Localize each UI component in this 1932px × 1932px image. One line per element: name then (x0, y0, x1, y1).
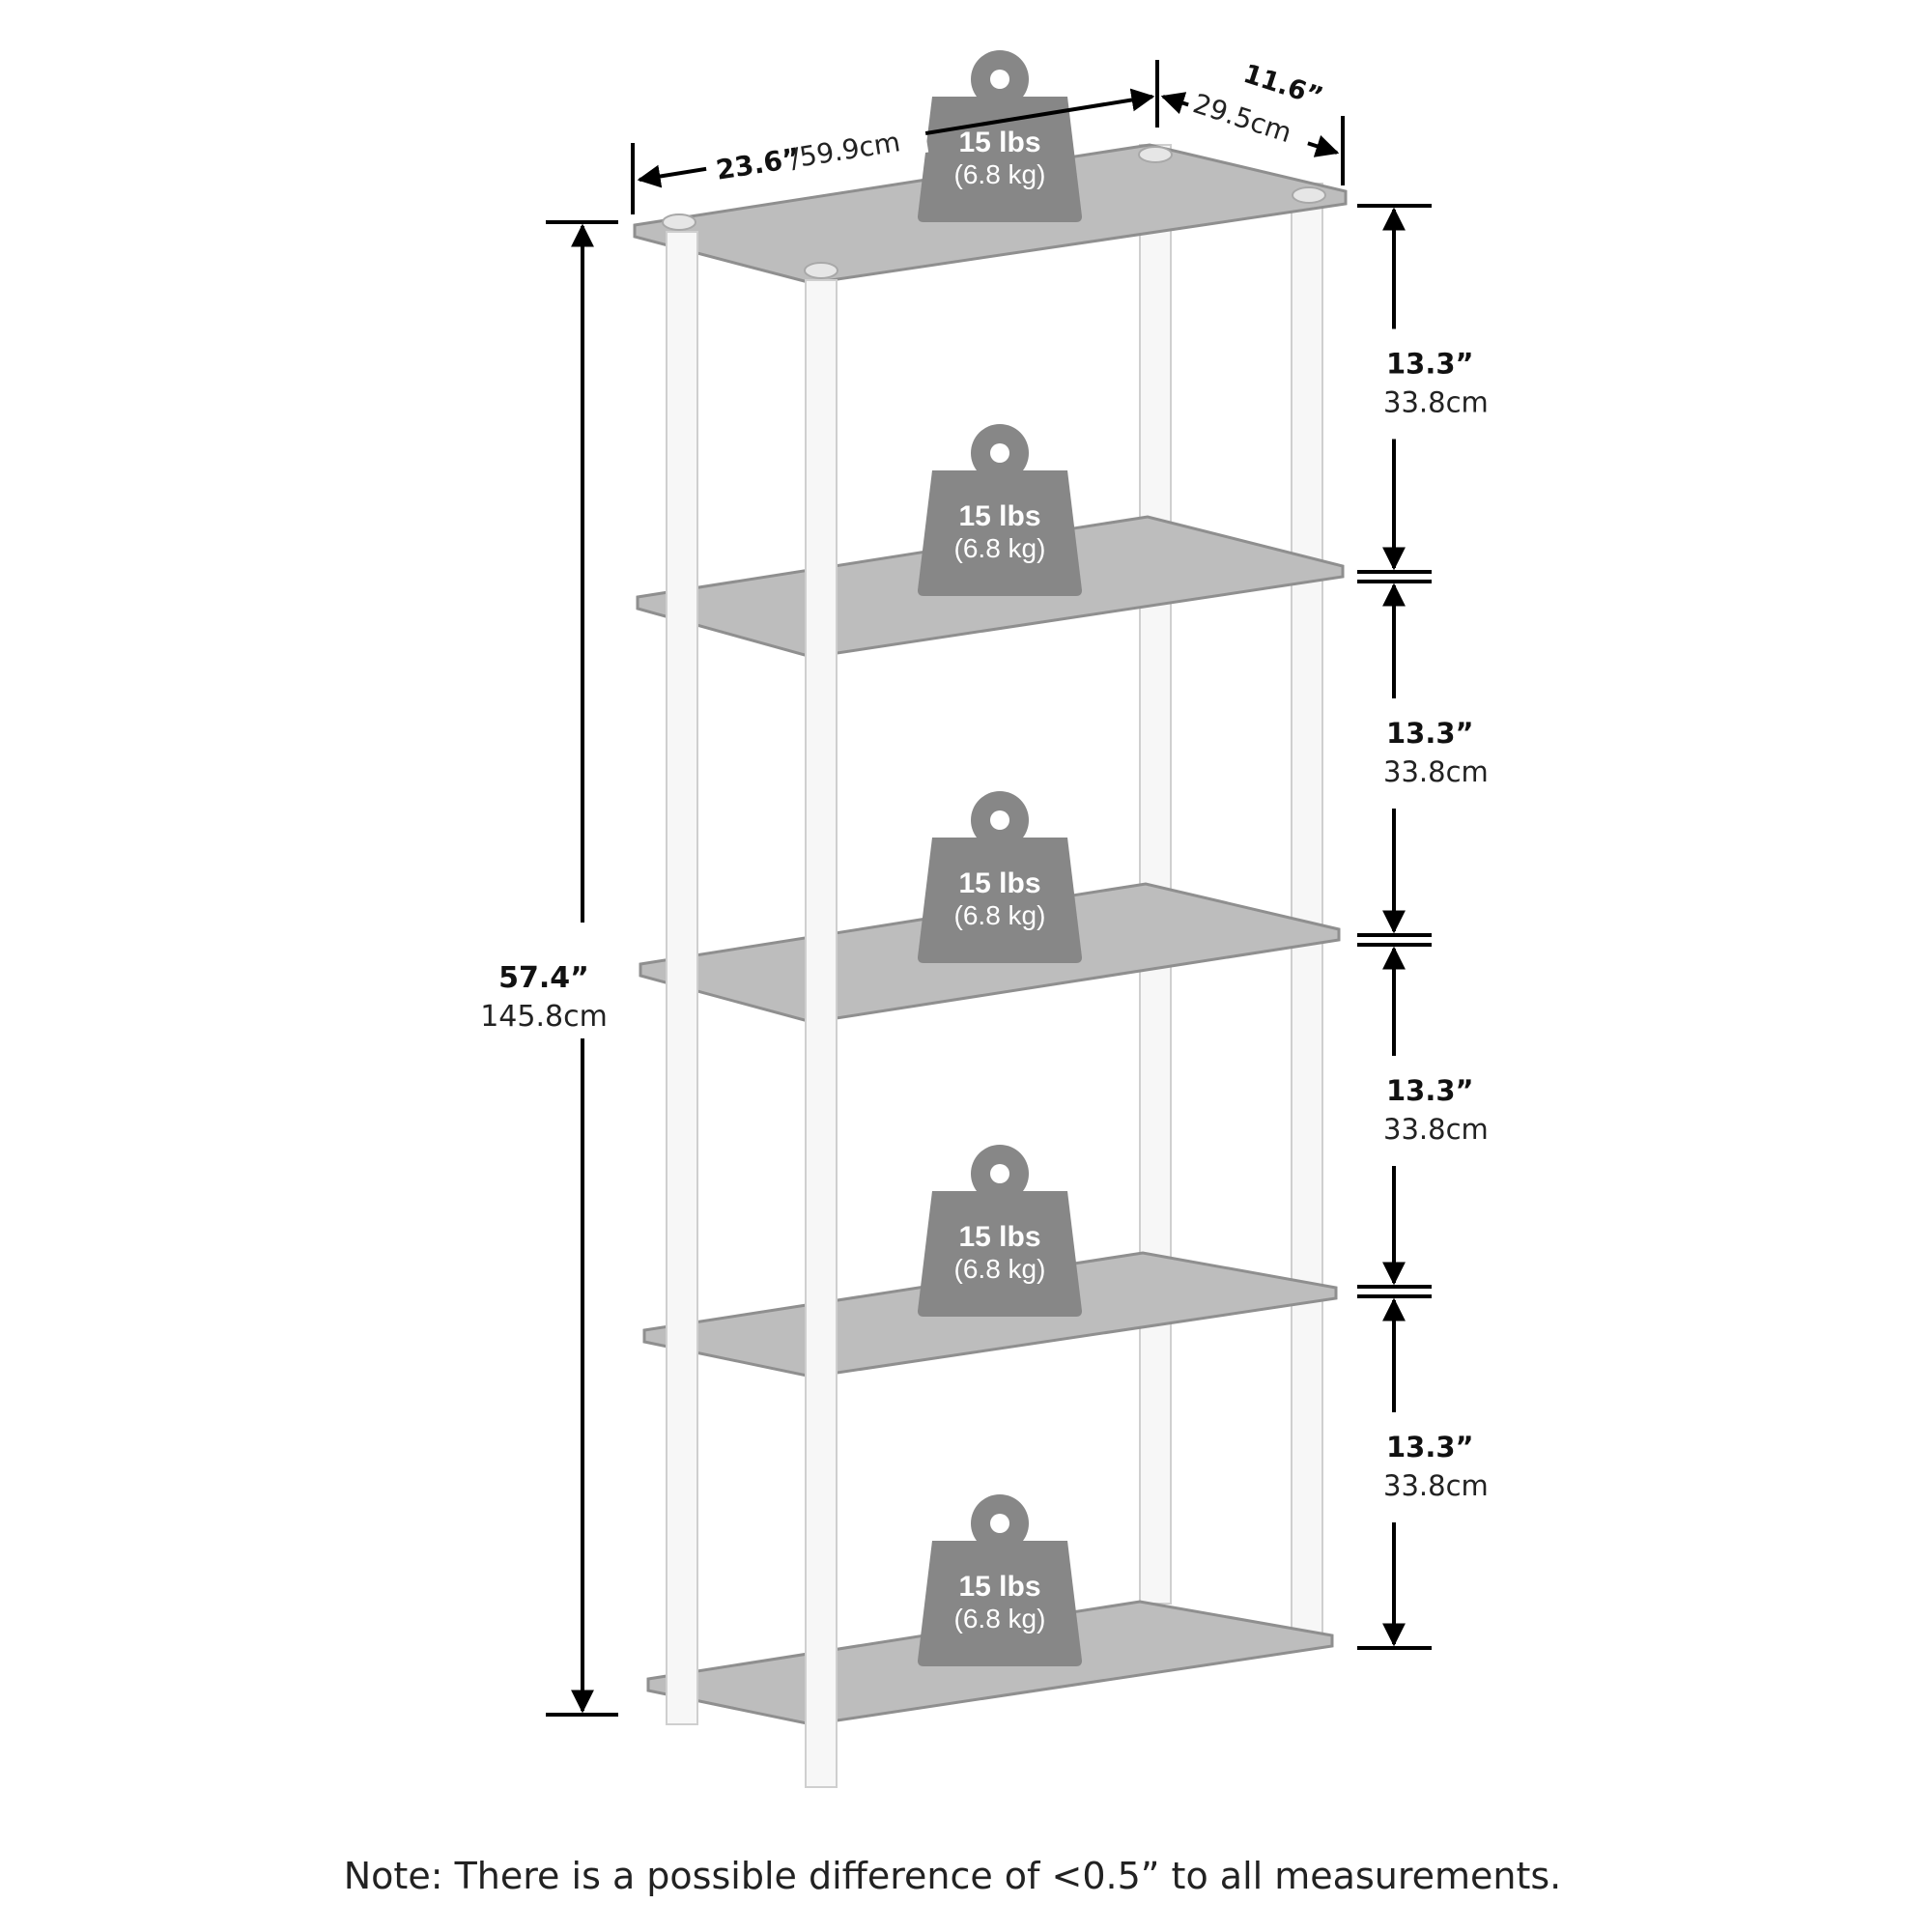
weight-badge: 15 lbs(6.8 kg) (918, 791, 1082, 963)
gap-in: 13.3” (1386, 717, 1474, 750)
weight-hole (990, 443, 1009, 463)
gap-in: 13.3” (1386, 1431, 1474, 1463)
back-pole (1291, 183, 1323, 1648)
weight-lbs: 15 lbs (958, 1221, 1040, 1253)
weight-icon (918, 1191, 1082, 1317)
weight-badge: 15 lbs(6.8 kg) (918, 1494, 1082, 1666)
weight-lbs: 15 lbs (958, 1571, 1040, 1603)
weight-icon (918, 1541, 1082, 1666)
weight-badge: 15 lbs(6.8 kg) (918, 1145, 1082, 1317)
gap-cm: 33.8cm (1383, 1469, 1489, 1502)
weight-icon (918, 838, 1082, 963)
weight-capacity-badges: 15 lbs(6.8 kg)15 lbs(6.8 kg)15 lbs(6.8 k… (918, 50, 1082, 1666)
connector-cap (1138, 146, 1173, 163)
weight-kg: (6.8 kg) (954, 533, 1046, 563)
weight-hole (990, 810, 1009, 830)
gap-in: 13.3” (1386, 1074, 1474, 1107)
gap-cm: 33.8cm (1383, 386, 1489, 419)
weight-lbs: 15 lbs (958, 500, 1040, 532)
weight-lbs: 15 lbs (958, 127, 1040, 158)
weight-hole (990, 1514, 1009, 1533)
connector-cap (662, 213, 696, 231)
gap-cm: 33.8cm (1383, 1113, 1489, 1146)
weight-kg: (6.8 kg) (954, 900, 1046, 930)
weight-badge: 15 lbs(6.8 kg) (918, 50, 1082, 222)
weight-kg: (6.8 kg) (954, 1254, 1046, 1284)
weight-badge: 15 lbs(6.8 kg) (918, 424, 1082, 596)
connector-cap (804, 262, 838, 279)
overall-height-dimension: 57.4” 145.8cm (440, 220, 618, 1717)
gap-in: 13.3” (1386, 348, 1474, 381)
width-dimension: 23.6” /59.9cm (631, 88, 1155, 214)
weight-kg: (6.8 kg) (954, 1604, 1046, 1634)
shelf-gap-dimensions: 13.3” 33.8cm 13.3” 33.8cm 13.3” 33.8cm 13.3” 33… (1357, 204, 1489, 1650)
weight-icon (918, 470, 1082, 596)
front-pole (666, 231, 698, 1725)
measurement-note: Note: There is a possible difference of … (344, 1855, 1562, 1897)
weight-kg: (6.8 kg) (954, 159, 1046, 189)
overall-height-in: 57.4” (498, 961, 589, 995)
overall-height-cm: 145.8cm (480, 1000, 608, 1034)
weight-hole (990, 70, 1009, 89)
gap-cm: 33.8cm (1383, 755, 1489, 788)
connector-cap (1292, 186, 1326, 204)
weight-lbs: 15 lbs (958, 867, 1040, 899)
back-pole (1139, 144, 1172, 1605)
front-pole (805, 279, 838, 1788)
weight-hole (990, 1164, 1009, 1183)
